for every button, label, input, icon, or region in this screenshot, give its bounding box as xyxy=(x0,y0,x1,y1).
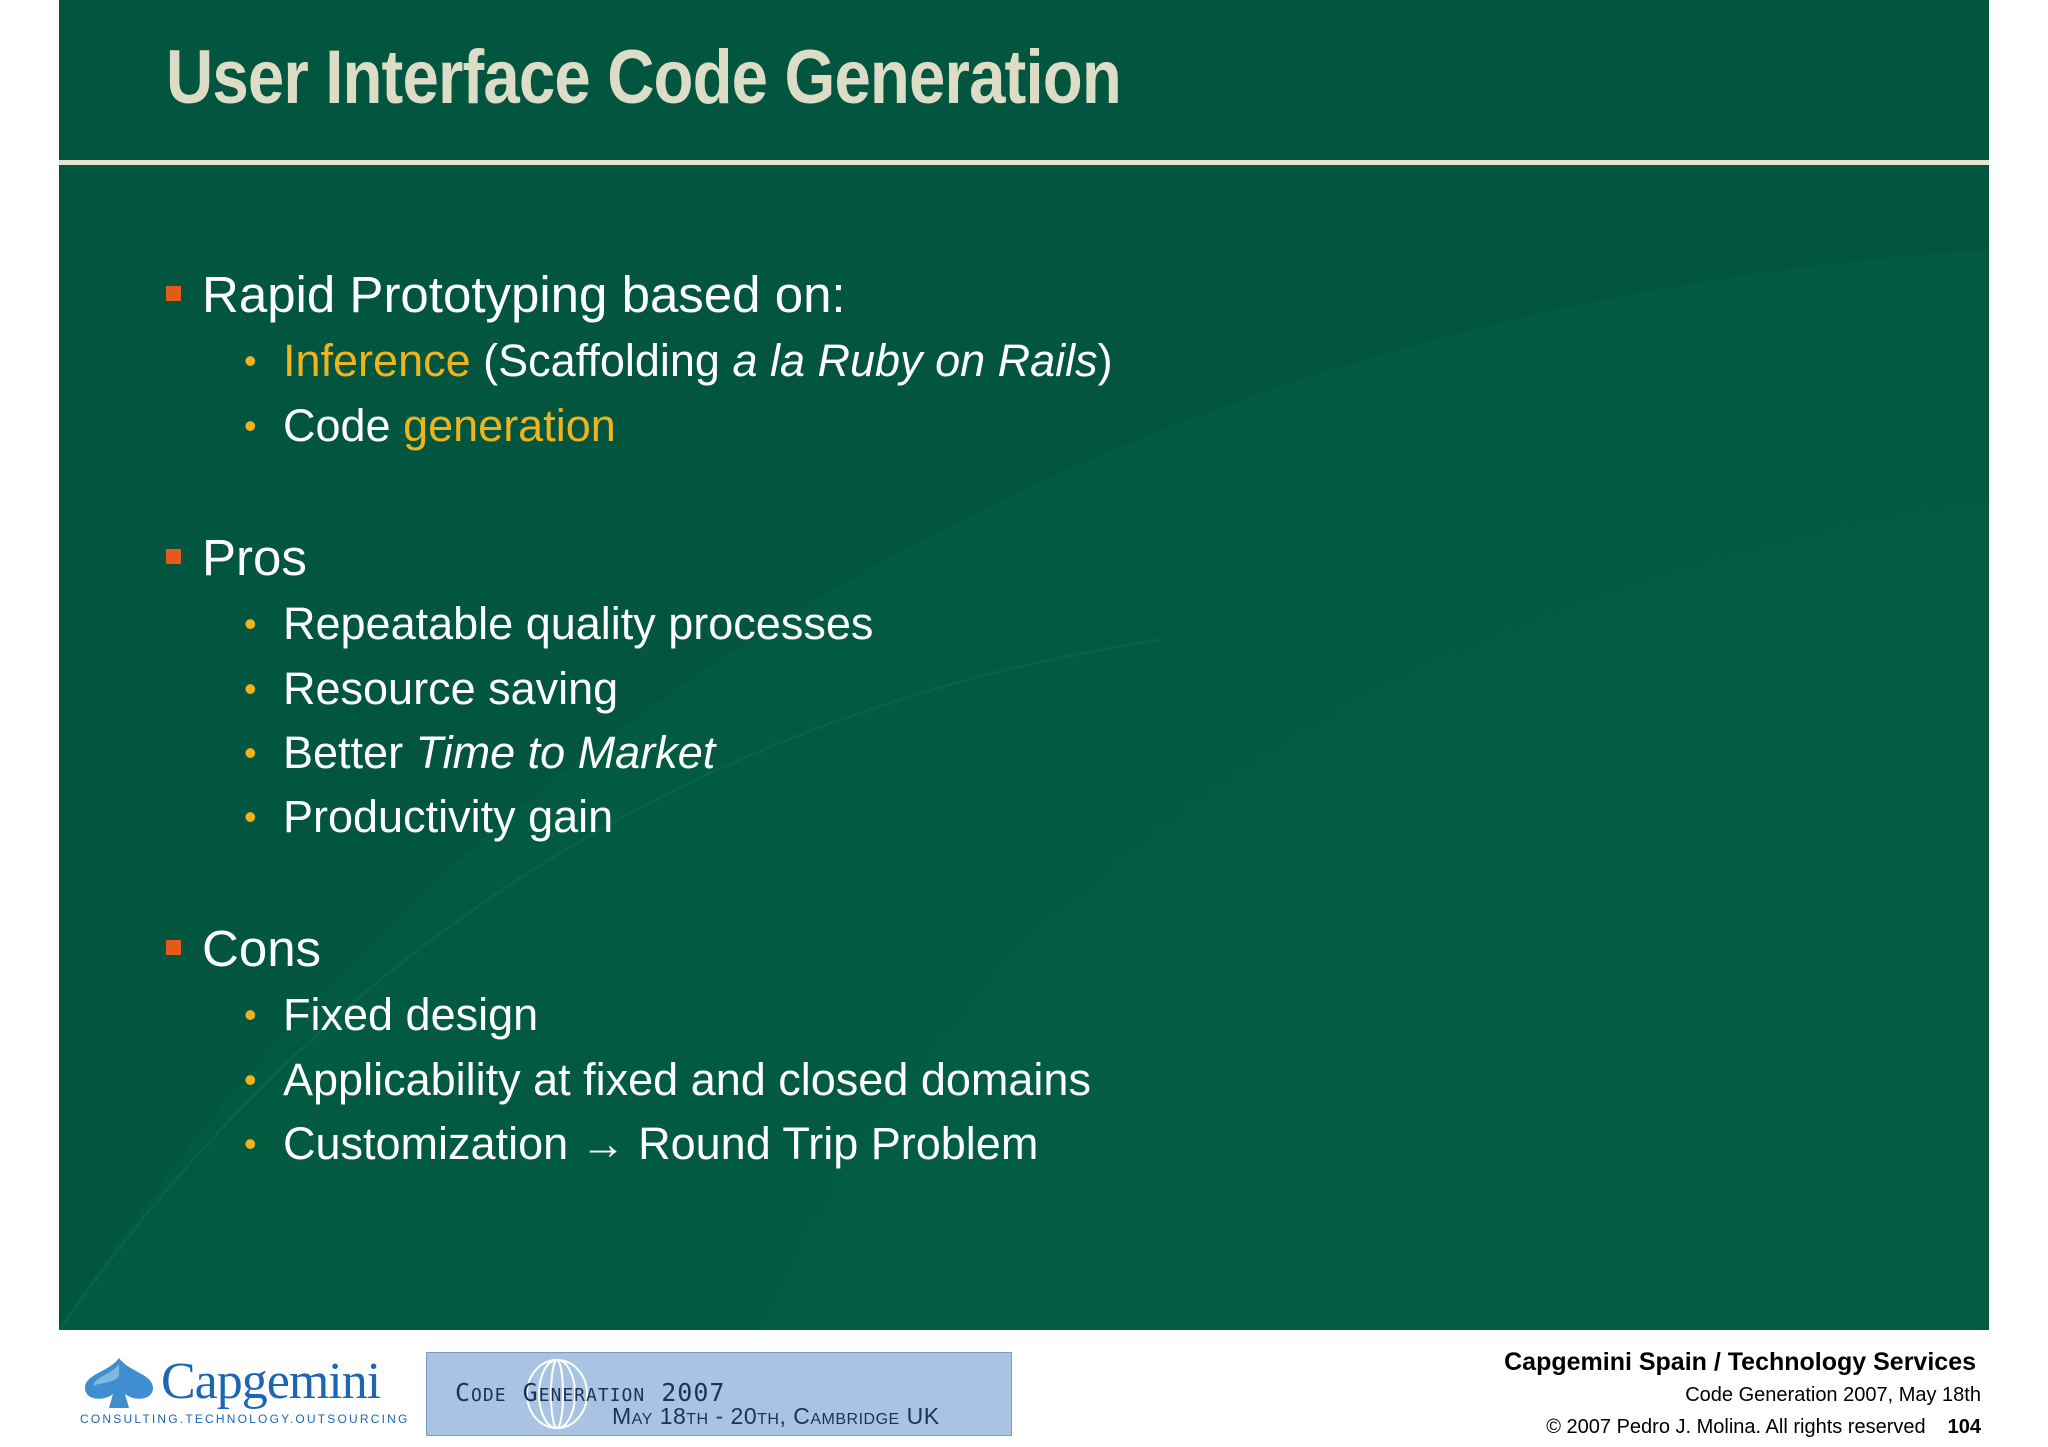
bullet-dot-icon: • xyxy=(244,1059,257,1100)
bullet-dot-icon: • xyxy=(244,603,257,644)
list-item: Inference (Scaffolding a la Ruby on Rail… xyxy=(283,335,1113,386)
title-divider xyxy=(59,160,1989,165)
logo-tagline: CONSULTING.TECHNOLOGY.OUTSOURCING xyxy=(80,1412,410,1426)
square-bullet-icon xyxy=(166,940,181,955)
footer-copyright-line: © 2007 Pedro J. Molina. All rights reser… xyxy=(1546,1416,1981,1439)
section-heading: Rapid Prototyping based on: xyxy=(202,266,846,323)
bullet-dot-icon: • xyxy=(244,1123,257,1164)
list-item: Fixed design xyxy=(283,989,539,1040)
list-item: Productivity gain xyxy=(283,791,614,842)
bullet-dot-icon: • xyxy=(244,668,257,709)
footer-event: Code Generation 2007, May 18th xyxy=(1685,1384,1981,1406)
square-bullet-icon xyxy=(166,286,181,301)
background-swoosh xyxy=(59,250,1989,1330)
list-item: Applicability at fixed and closed domain… xyxy=(283,1054,1091,1105)
banner-title: Code Generation 2007 xyxy=(455,1378,726,1407)
bullet-dot-icon: • xyxy=(244,994,257,1035)
section-heading: Pros xyxy=(202,529,307,586)
bullet-dot-icon: • xyxy=(244,405,257,446)
conference-banner: Code Generation 2007 May 18th - 20th, Ca… xyxy=(426,1352,1012,1436)
list-item: Better Time to Market xyxy=(283,727,716,778)
slide-content: Rapid Prototyping based on: • Inference … xyxy=(59,0,1989,1330)
slide-title: User Interface Code Generation xyxy=(166,35,1122,120)
page-number: 104 xyxy=(1947,1416,1981,1438)
footer-company: Capgemini Spain / Technology Services xyxy=(1504,1348,1976,1376)
spade-logo-icon xyxy=(85,1358,153,1408)
bullet-dot-icon: • xyxy=(244,732,257,773)
arrow-right-icon: → xyxy=(580,1118,626,1169)
highlight-text: Inference xyxy=(283,335,471,386)
section-heading: Cons xyxy=(202,920,322,977)
bullet-dot-icon: • xyxy=(244,340,257,381)
list-item: Code generation xyxy=(283,400,616,451)
capgemini-logo: Capgemini CONSULTING.TECHNOLOGY.OUTSOURC… xyxy=(79,1352,407,1432)
list-item: Resource saving xyxy=(283,663,619,714)
copyright-text: © 2007 Pedro J. Molina. All rights reser… xyxy=(1546,1416,1926,1438)
banner-dates: May 18th - 20th, Cambridge UK xyxy=(612,1403,940,1429)
globe-icon xyxy=(526,1359,588,1429)
logo-wordmark: Capgemini xyxy=(161,1353,381,1410)
list-item: Repeatable quality processes xyxy=(283,598,874,649)
highlight-text: generation xyxy=(403,400,616,451)
square-bullet-icon xyxy=(166,549,181,564)
slide-panel: User Interface Code Generation Rapid Pro… xyxy=(59,0,1989,1330)
list-item: Customization → Round Trip Problem xyxy=(283,1118,1039,1169)
bullet-dot-icon: • xyxy=(244,796,257,837)
